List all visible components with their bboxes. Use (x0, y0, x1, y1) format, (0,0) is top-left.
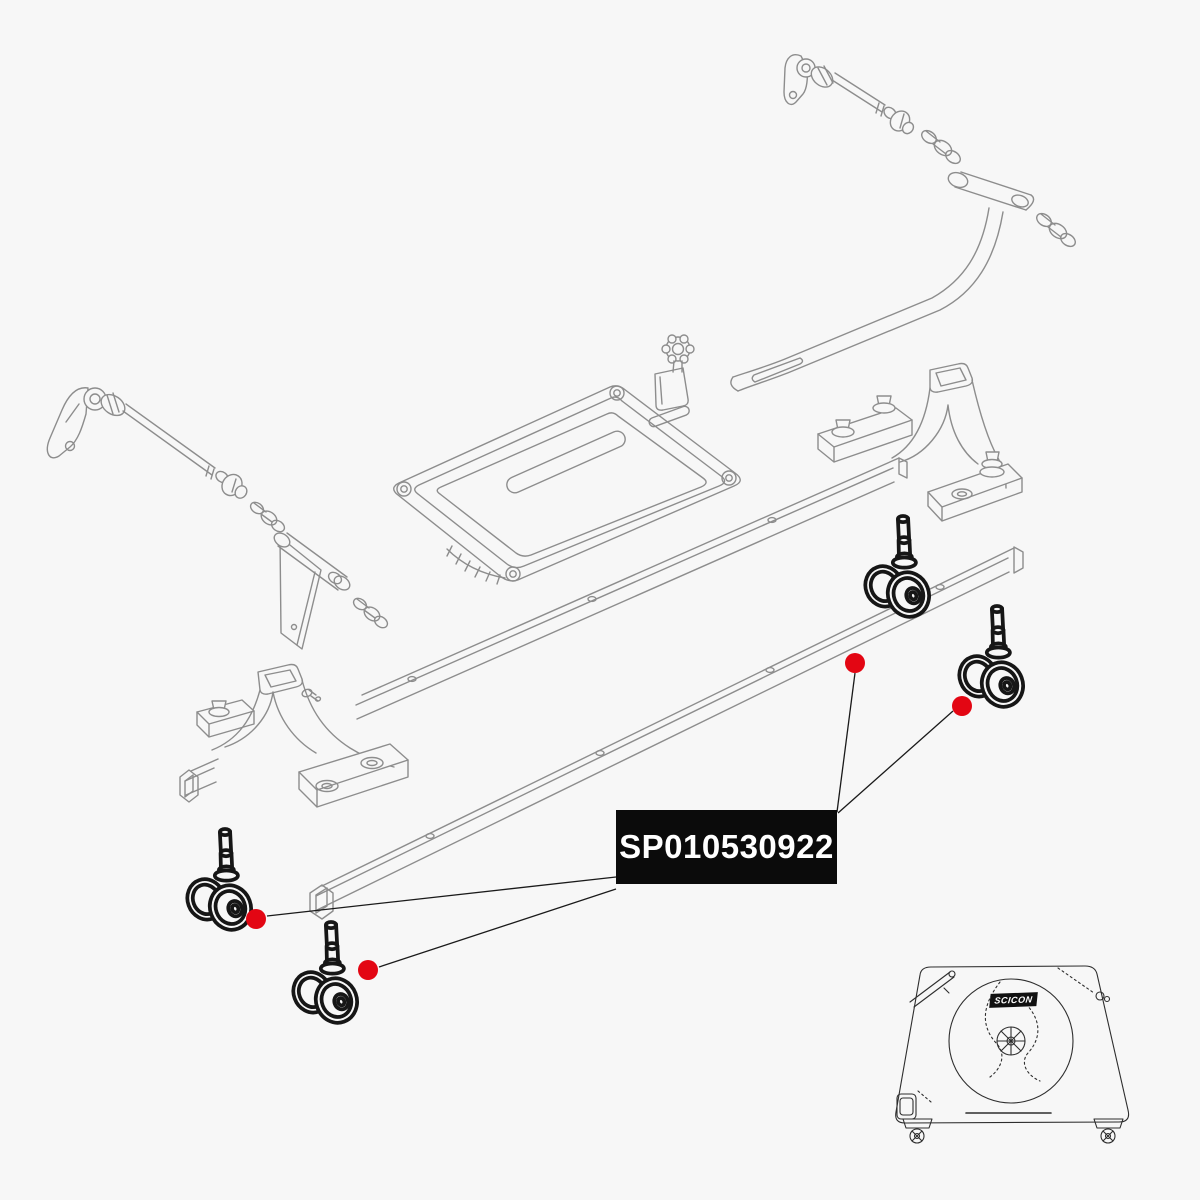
centre-tray (393, 385, 741, 585)
rear-rail (179, 457, 908, 803)
case-outline (895, 965, 1130, 1124)
brand-logo: SCICON (989, 992, 1038, 1008)
right-support-leg (817, 362, 1023, 522)
thumb-caster-left (902, 1118, 933, 1144)
left-support-leg (196, 663, 409, 808)
vent-dotted (917, 1090, 932, 1103)
part-marker-dot-2 (358, 960, 378, 980)
pump-tube (909, 971, 955, 1008)
wheel-circle (948, 978, 1074, 1104)
front-rail (309, 546, 1024, 920)
leader-line-4 (837, 710, 954, 814)
annotation-layer (246, 653, 972, 980)
left-bracket (273, 532, 351, 650)
left-skewer (46, 387, 248, 499)
right-bushings (921, 129, 1076, 248)
part-marker-dot-4 (952, 696, 972, 716)
fitting-outer (1095, 991, 1105, 1001)
caster-top-left (857, 514, 938, 625)
fitting-inner (1103, 995, 1111, 1003)
part-number-label: SP010530922 (616, 810, 837, 884)
left-bushings (249, 501, 389, 629)
frame-cutout-right (1023, 1003, 1041, 1082)
caster-bottom-left (179, 827, 260, 938)
pump-arrow (943, 987, 950, 994)
thumb-caster-right (1093, 1118, 1124, 1144)
side-vent-inner (899, 1097, 914, 1116)
part-marker-dot-1 (246, 909, 266, 929)
clamp-knob (654, 334, 695, 411)
base-assembly-line-art (46, 54, 1076, 920)
hub-spokes (996, 1026, 1026, 1056)
caster-bottom-right (285, 920, 366, 1031)
right-skewer (783, 54, 915, 135)
strap-dotted (1057, 967, 1095, 994)
leader-line-1 (266, 876, 617, 917)
part-marker-dot-3 (845, 653, 865, 673)
assembled-case-thumbnail (895, 965, 1130, 1144)
pump-cap (948, 970, 956, 978)
leader-line-2 (378, 888, 617, 968)
pull-handle (730, 171, 1035, 392)
leader-line-3 (836, 672, 856, 813)
